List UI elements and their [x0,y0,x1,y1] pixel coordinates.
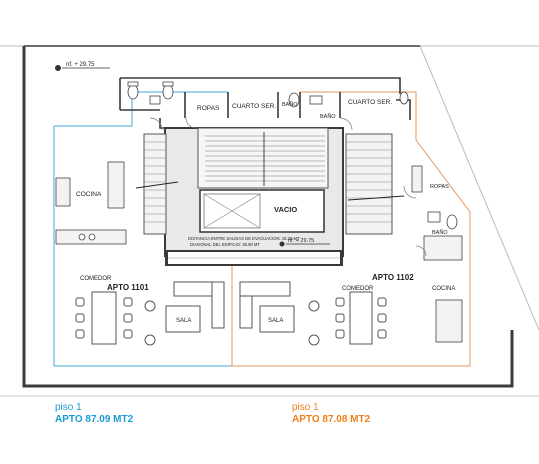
core-stairs [205,132,325,186]
room-label-vacio: VACIO [274,205,297,214]
right-service [411,165,463,343]
right-dining-set [335,291,387,345]
right-living-set [239,281,320,346]
room-label-sala-left: SALA [176,318,191,324]
room-label-cuarto-ser-2: CUARTO SER. [348,99,392,106]
legend-left-unit: APTO 87.09 MT2 [55,414,134,425]
left-living-set [144,281,225,346]
room-label-sala-right: SALA [268,318,283,324]
note-diagonal: DIAGONAL DEL EDIFICIO: 36.90 MT [190,242,260,247]
legend-right-unit: APTO 87.08 MT2 [292,414,371,425]
service-walls [119,77,411,129]
room-label-ropas: ROPAS [197,105,220,112]
legend-right-floor: piso 1 [292,402,319,413]
level-marker-core [279,241,330,247]
unit-label-1102: APTO 1102 [372,273,414,282]
left-dining-set [75,291,133,345]
room-label-cuarto-ser-1: CUARTO SER. [232,103,276,110]
level-marker-top [55,65,110,71]
room-label-comedor-left: COMEDOR [80,276,112,282]
room-label-comedor-right: COMEDOR [342,286,374,292]
right-stair [345,133,405,235]
legend-left-floor: piso 1 [55,402,82,413]
door-swings [149,117,427,257]
room-label-bano-top-2: BAÑO [320,113,336,120]
note-distancia: DISTANCIA ENTRE SALIDAS DE EVACUACION: 1… [188,236,300,241]
room-label-bano-right: BAÑO [432,229,448,236]
room-label-cocina-left: COCINA [76,191,102,198]
room-label-ropas-right: ROPAS [430,184,449,190]
left-stair [135,133,179,235]
level-label-core: nf. + 29.75 [288,238,314,244]
unit-label-1101: APTO 1101 [107,283,149,292]
room-label-cocina-right: COCINA [432,286,455,292]
top-bathroom-fixtures [127,81,409,108]
room-label-bano-top-1: BAÑO [282,101,298,108]
core-block [164,127,344,266]
left-kitchen [55,161,127,245]
exterior-walls [22,45,514,388]
level-label-top: nf. + 29.75 [66,62,95,68]
